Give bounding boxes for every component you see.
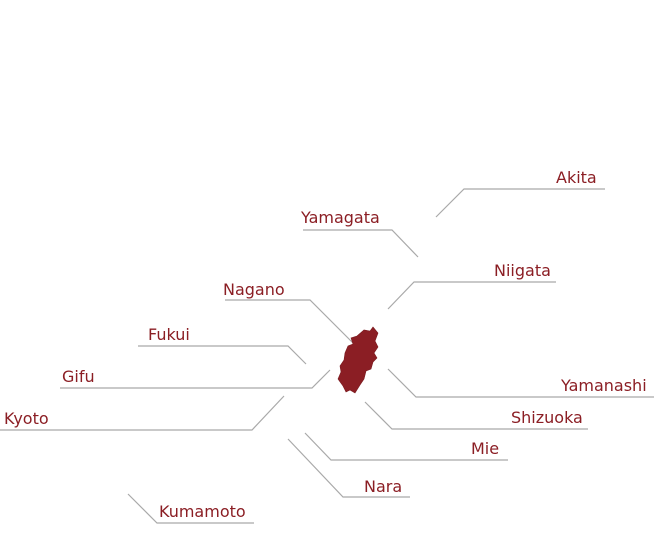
label-nagano[interactable]: Nagano <box>223 280 285 299</box>
leader-line-mie <box>304 432 508 461</box>
label-kyoto[interactable]: Kyoto <box>4 409 49 428</box>
leader-line-kyoto <box>0 395 285 431</box>
label-shizuoka[interactable]: Shizuoka <box>511 408 583 427</box>
label-fukui[interactable]: Fukui <box>148 325 190 344</box>
leader-line-gifu <box>60 369 331 389</box>
leader-line-fukui <box>138 345 307 365</box>
leader-line-shizuoka <box>364 401 588 430</box>
leader-line-niigata <box>387 281 556 310</box>
label-yamanashi[interactable]: Yamanashi <box>561 376 647 395</box>
label-akita[interactable]: Akita <box>556 168 597 187</box>
label-mie[interactable]: Mie <box>471 439 500 458</box>
label-nara[interactable]: Nara <box>364 477 403 496</box>
nagano-prefecture-shape[interactable] <box>337 326 379 394</box>
leader-line-yamagata <box>303 229 419 258</box>
label-niigata[interactable]: Niigata <box>494 261 551 280</box>
leader-line-kumamoto <box>127 493 254 524</box>
leader-line-yamanashi <box>387 368 654 398</box>
label-yamagata[interactable]: Yamagata <box>301 208 380 227</box>
label-gifu[interactable]: Gifu <box>62 367 95 386</box>
leader-line-nara <box>287 438 410 498</box>
leader-line-nagano <box>225 299 361 351</box>
label-kumamoto[interactable]: Kumamoto <box>159 502 246 521</box>
leader-line-akita <box>435 188 605 218</box>
